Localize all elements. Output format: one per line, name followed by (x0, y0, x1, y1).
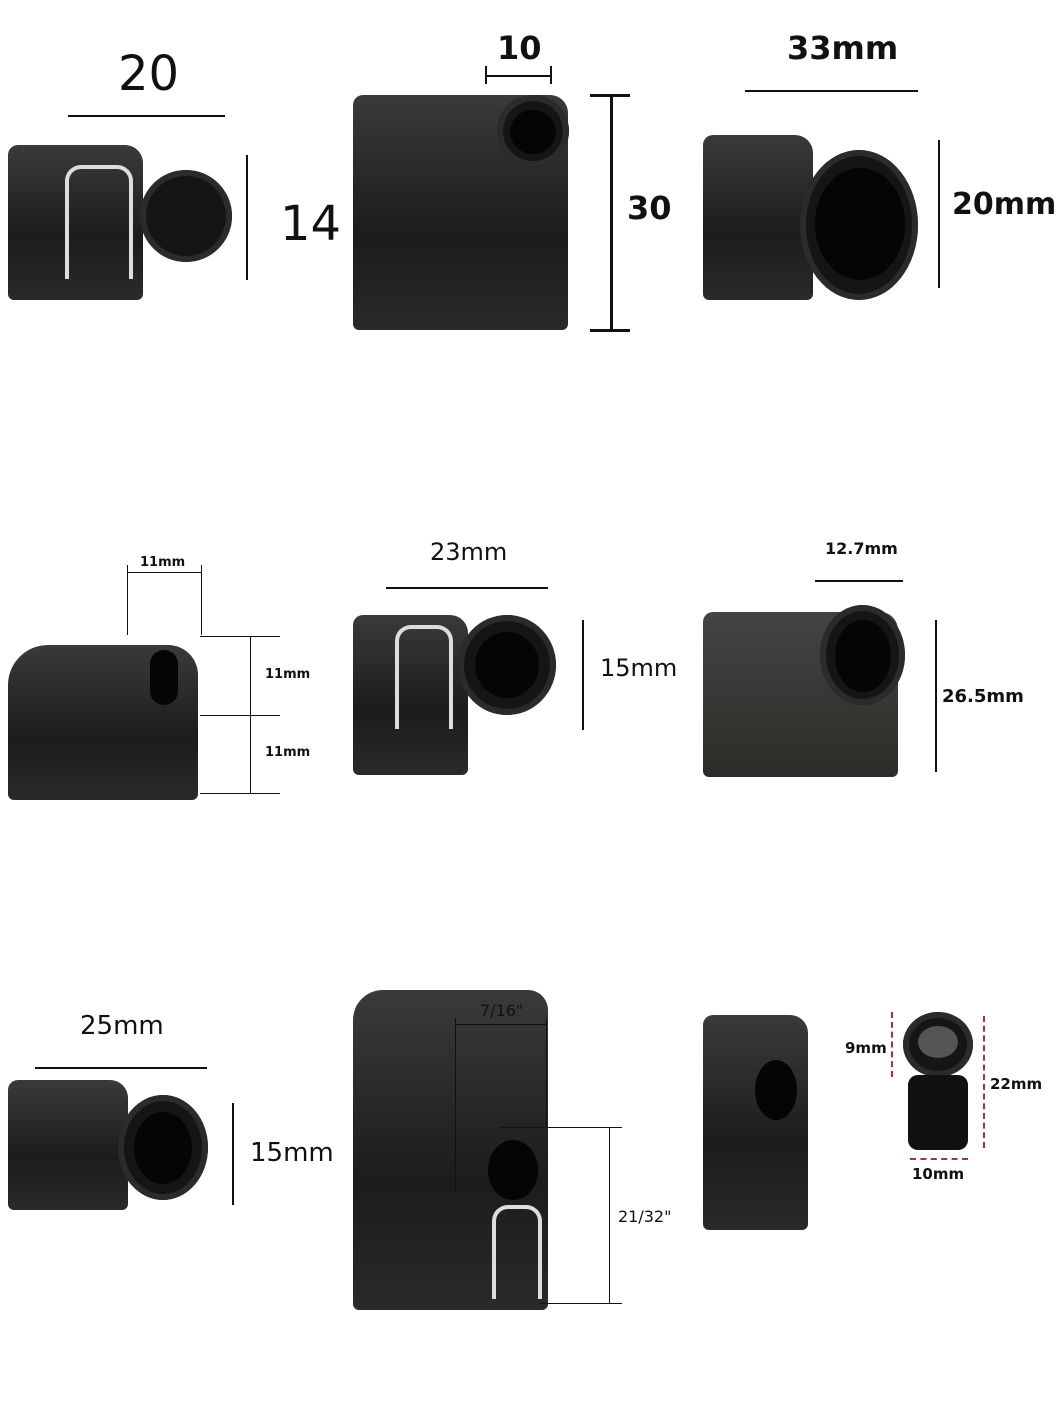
ext-line (127, 565, 128, 635)
width-label: 12.7mm (825, 539, 898, 558)
height-marker (891, 1012, 893, 1077)
ext-line (500, 1127, 622, 1128)
bracket-tick (485, 66, 487, 84)
bulb-hole (134, 1112, 192, 1184)
bulb-hole (475, 632, 539, 698)
profile-clip (908, 1075, 968, 1150)
height-label: 15mm (600, 654, 678, 682)
seal-body (703, 135, 813, 300)
width-label: 25mm (80, 1011, 164, 1041)
width-line (127, 572, 201, 573)
upper-height-label: 11mm (265, 667, 311, 682)
width-arrow (35, 1067, 207, 1069)
width-label: 20 (118, 46, 180, 102)
cap (590, 329, 630, 332)
width-marker (910, 1158, 968, 1160)
bulb-hole (815, 168, 905, 280)
seal-bulb (140, 170, 232, 262)
seal-body (703, 1015, 808, 1230)
ext-line (200, 636, 280, 637)
width-line (455, 1024, 547, 1025)
seal-body (353, 615, 468, 775)
height-label: 14 (280, 196, 342, 252)
cap (590, 94, 630, 97)
height-arrow (246, 155, 248, 280)
metal-clip (395, 625, 453, 729)
width-arrow (386, 587, 548, 589)
width-bracket (485, 75, 552, 77)
metal-clip (492, 1205, 542, 1299)
width-arrow (815, 580, 903, 582)
ext-line (540, 1303, 622, 1304)
total-height-label: 22mm (990, 1075, 1043, 1093)
height-arrow (938, 140, 940, 288)
height-label: 30 (627, 189, 672, 227)
bracket-tick (550, 66, 552, 84)
height-line (609, 1127, 610, 1303)
height-line (610, 95, 613, 330)
height-label: 26.5mm (942, 686, 1024, 707)
ext-line (200, 793, 280, 794)
width-arrow (745, 90, 918, 92)
height-label: 20mm (952, 187, 1057, 222)
bulb-height-label: 9mm (845, 1039, 887, 1057)
seal-body (8, 1080, 128, 1210)
width-label: 11mm (140, 555, 186, 570)
bulb-hole (755, 1060, 797, 1120)
height-line (250, 636, 251, 793)
lower-height-label: 11mm (265, 745, 311, 760)
ext-line (201, 565, 202, 635)
bulb-hole (835, 620, 891, 692)
height-arrow (935, 620, 937, 772)
ext-line (455, 1018, 456, 1193)
bulb-hole (488, 1140, 538, 1200)
width-label: 7/16" (480, 1001, 524, 1020)
bulb-hole (510, 110, 556, 154)
height-arrow (582, 620, 584, 730)
metal-clip (65, 165, 133, 279)
width-label: 23mm (430, 538, 508, 566)
width-label: 33mm (787, 29, 899, 67)
height-arrow (232, 1103, 234, 1205)
channel (150, 650, 178, 705)
height-label: 21/32" (618, 1207, 672, 1226)
width-label: 10 (497, 29, 542, 67)
width-arrow (68, 115, 225, 117)
height-marker (983, 1016, 985, 1148)
ext-line (546, 1018, 547, 1128)
width-label: 10mm (912, 1165, 965, 1183)
height-label: 15mm (250, 1138, 334, 1168)
ext-line (200, 715, 280, 716)
profile-hole (918, 1026, 958, 1058)
